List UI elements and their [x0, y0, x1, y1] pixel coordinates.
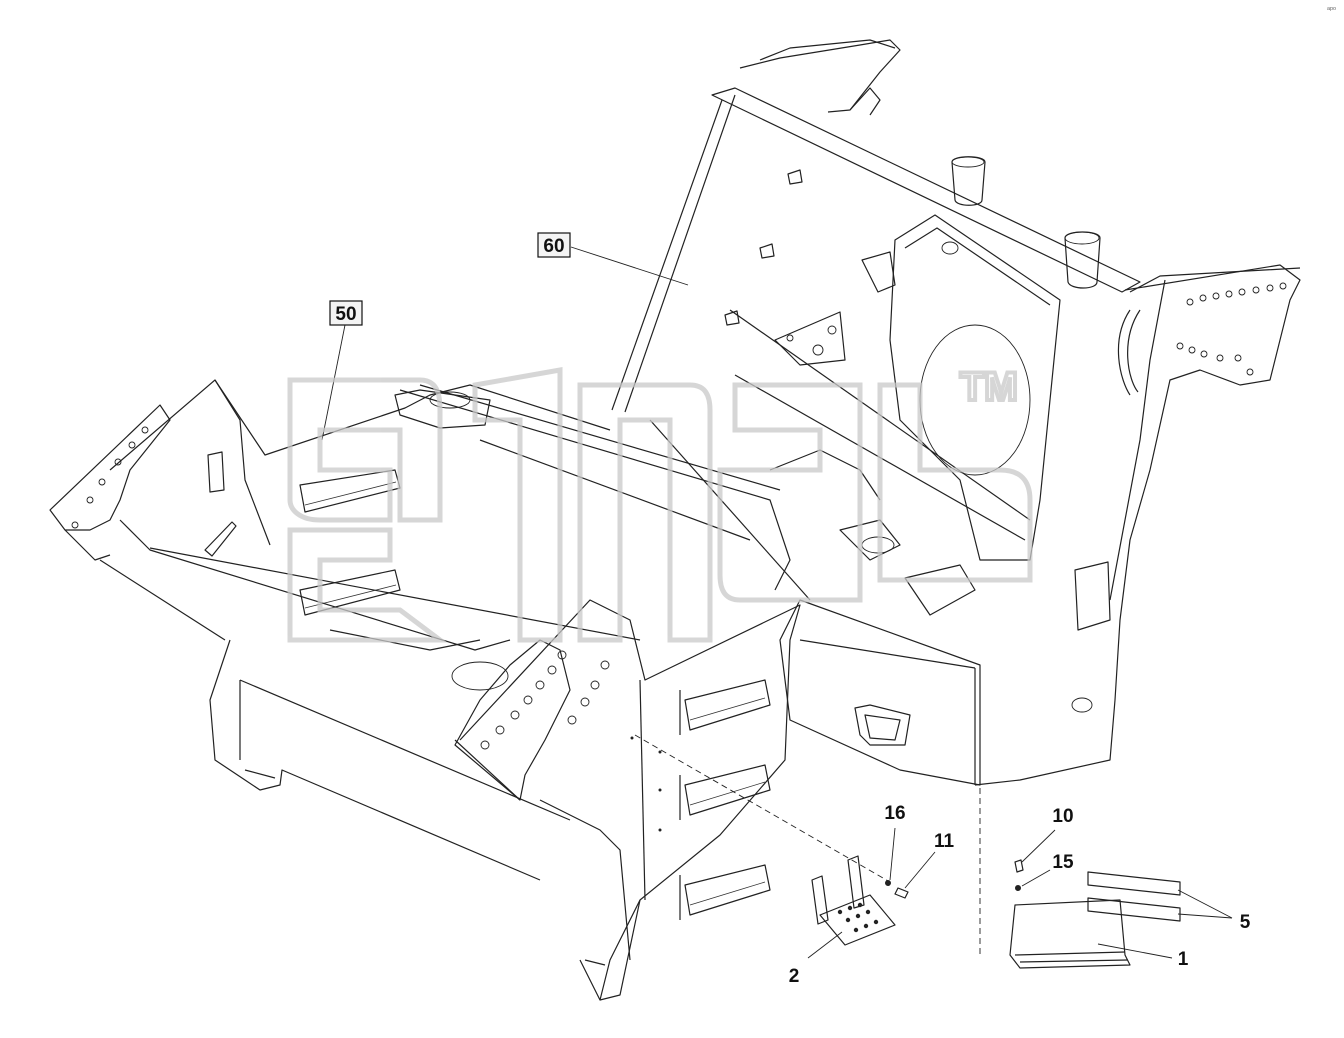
callout-50: 50	[335, 304, 356, 325]
callout-11: 11	[934, 831, 955, 852]
rear-upright-frame	[611, 39, 1301, 786]
corner-mark: ᵃᵖᵒ	[1327, 5, 1336, 14]
callout-leaders	[321, 246, 1233, 959]
front-steps	[679, 679, 771, 920]
part-callouts: 60 50 16 11 10 15 5 2 1 ᵃᵖᵒ	[329, 5, 1336, 987]
watermark: TM	[287, 363, 1033, 643]
step-bracket-assembly	[811, 855, 909, 946]
tool-box-assembly	[1009, 859, 1181, 969]
callout-box-60	[537, 232, 571, 258]
callout-2: 2	[789, 966, 800, 987]
callout-16: 16	[884, 803, 905, 824]
callout-box-50	[329, 300, 363, 326]
callout-5: 5	[1240, 912, 1251, 933]
callout-10: 10	[1052, 806, 1073, 827]
callout-15: 15	[1052, 852, 1074, 873]
watermark-trademark: TM	[960, 365, 1018, 409]
side-steps	[299, 469, 401, 616]
upright-mounting-holes	[1176, 282, 1287, 376]
front-lower-frame	[49, 379, 801, 1001]
callout-1: 1	[1178, 949, 1189, 970]
assembly-dash-lines	[634, 668, 981, 955]
callout-60: 60	[543, 236, 564, 257]
